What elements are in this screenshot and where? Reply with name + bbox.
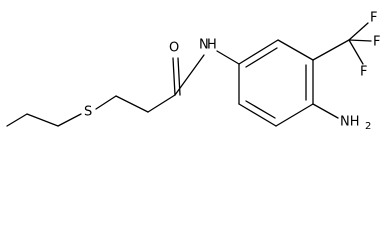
ring-bond-1 — [238, 39, 279, 65]
bond-cf3-f-top — [348, 22, 369, 41]
bond-ring-amino — [312, 103, 339, 119]
amino-subscript-label: 2 — [365, 121, 371, 132]
bond-cf3-f-bottom — [348, 39, 364, 65]
nitrogen-atom-label: N — [199, 38, 209, 53]
ring-bond-4 — [275, 103, 314, 127]
bond-nitrogen-ring — [216, 50, 240, 65]
fluorine-right-atom-label: F — [373, 35, 380, 50]
ring-inner-double-1 — [245, 47, 278, 68]
sulfur-atom-label: S — [84, 105, 92, 120]
fluorine-top-atom-label: F — [370, 11, 377, 26]
amino-group-label: NH — [340, 115, 360, 130]
ring-bond-5 — [238, 103, 277, 127]
bond-propyl-c1-c2 — [6, 113, 28, 127]
bond-cf3-f-right — [348, 39, 372, 42]
bond-propyl-c3-s — [57, 113, 82, 127]
molecule-structure-diagram: S O N H F F F NH 2 — [6, 11, 380, 132]
bond-carbonyl-oxygen-a — [172, 57, 176, 96]
ring-inner-double-3 — [245, 100, 276, 119]
bond-s-c4 — [95, 95, 117, 110]
bond-ring-cf3 — [312, 39, 350, 61]
hydrogen-atom-label: H — [207, 38, 217, 53]
bond-carbonyl-nitrogen — [174, 54, 205, 96]
ring-bond-2 — [277, 39, 314, 61]
bond-c5-carbonyl — [147, 94, 176, 113]
oxygen-atom-label: O — [169, 41, 179, 56]
bond-propyl-c2-c3 — [26, 113, 59, 127]
bond-c4-c5 — [115, 95, 149, 113]
fluorine-bottom-atom-label: F — [360, 65, 367, 80]
